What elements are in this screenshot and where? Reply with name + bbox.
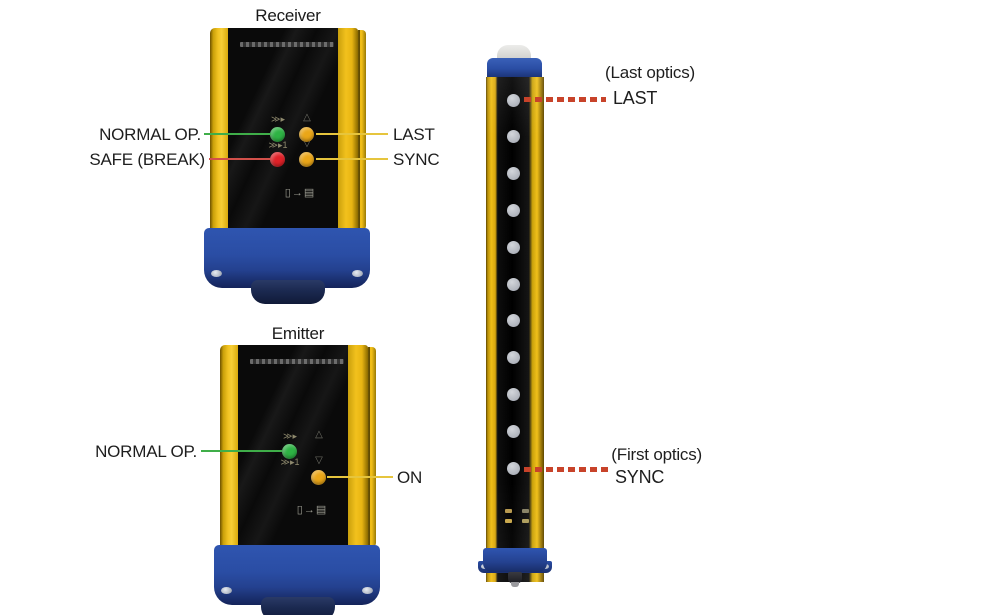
- indicator-mark-icon: [505, 519, 512, 523]
- light-curtain-bar: [478, 45, 552, 587]
- receiver-device: ≫▸ △ ≫▸1 ▽ ▯→▤: [204, 28, 370, 304]
- beam-icon: ≫▸: [271, 114, 285, 124]
- sync-label: SYNC: [615, 467, 665, 487]
- emitter-title: Emitter: [271, 324, 325, 343]
- receiver-base: [204, 228, 370, 288]
- emitter-base: [214, 545, 380, 605]
- optic-dot: [507, 167, 520, 181]
- triangle-down-icon: ▽: [303, 138, 311, 149]
- receiver-last-line: [316, 133, 388, 135]
- bar-connector-nub: [508, 572, 522, 583]
- bar-bottom-base: [483, 548, 547, 572]
- receiver-normal-op-line: [204, 133, 271, 135]
- emitter-device: ≫▸ △ ≫▸1 ▽ ▯→▤: [214, 345, 380, 615]
- optic-dot: [507, 277, 520, 291]
- indicator-mark-icon: [505, 509, 512, 513]
- screw-icon: [211, 270, 222, 277]
- receiver-last-label: LAST: [393, 125, 435, 144]
- receiver-sync-led: [299, 152, 314, 167]
- receiver-title: Receiver: [255, 6, 321, 25]
- bar-connector-tip: [511, 582, 519, 587]
- emitter-front-panel: ≫▸ △ ≫▸1 ▽ ▯→▤: [238, 345, 348, 547]
- screw-icon: [352, 270, 363, 277]
- receiver-normal-op-label: NORMAL OP.: [99, 125, 201, 144]
- emitter-connector: [261, 597, 335, 615]
- emitter-normal-op-line: [201, 450, 282, 452]
- triangle-up-icon: △: [315, 429, 323, 440]
- receiver-safe-break-led: [270, 152, 285, 167]
- emitter-vent-strip: [250, 359, 344, 364]
- emitter-left-rail: [220, 345, 238, 547]
- first-optics-dashed-line: [524, 467, 608, 472]
- optic-dot: [507, 351, 520, 365]
- receiver-sync-line: [316, 158, 388, 160]
- receiver-safe-break-label: SAFE (BREAK): [89, 150, 205, 169]
- emitter-on-line: [327, 476, 393, 478]
- beam-icon: ≫▸: [283, 431, 297, 441]
- emitter-on-led: [311, 470, 326, 485]
- last-label: LAST: [613, 88, 658, 108]
- receiver-left-rail: [210, 28, 228, 230]
- receiver-edge-sliver: [358, 30, 366, 230]
- receiver-right-rail: [338, 28, 358, 230]
- optic-dot: [507, 130, 520, 144]
- screw-icon: [221, 587, 232, 594]
- bar-body: [486, 77, 544, 582]
- emitter-normal-op-led: [282, 444, 297, 459]
- beam-one-icon: ≫▸1: [268, 140, 288, 150]
- transfer-icon: ▯→▤: [296, 504, 328, 516]
- receiver-front-panel: ≫▸ △ ≫▸1 ▽ ▯→▤: [228, 28, 338, 230]
- triangle-up-icon: △: [303, 112, 311, 123]
- last-optics-dashed-line: [524, 97, 606, 102]
- indicator-mark-icon: [522, 509, 529, 513]
- emitter-normal-op-label: NORMAL OP.: [95, 442, 197, 461]
- emitter-edge-sliver: [368, 347, 376, 547]
- receiver-normal-op-led: [270, 127, 285, 142]
- receiver-safe-break-line: [209, 158, 271, 160]
- triangle-down-icon: ▽: [315, 455, 323, 466]
- indicator-mark-icon: [522, 519, 529, 523]
- optic-dot: [507, 314, 520, 328]
- receiver-sync-label: SYNC: [393, 150, 440, 169]
- last-optics-label: (Last optics): [605, 63, 695, 82]
- screw-icon: [362, 587, 373, 594]
- optic-dot: [507, 93, 520, 107]
- receiver-vent-strip: [240, 42, 334, 47]
- optic-dot: [507, 387, 520, 401]
- beam-one-icon: ≫▸1: [280, 457, 300, 467]
- first-optics-label: (First optics): [611, 445, 702, 464]
- optic-dot: [507, 240, 520, 254]
- transfer-icon: ▯→▤: [284, 187, 316, 199]
- receiver-connector: [251, 280, 325, 304]
- optic-dot: [507, 203, 520, 217]
- optic-dot: [507, 461, 520, 475]
- optic-dot: [507, 424, 520, 438]
- receiver-last-led: [299, 127, 314, 142]
- emitter-right-rail: [348, 345, 368, 547]
- emitter-on-label: ON: [397, 468, 423, 487]
